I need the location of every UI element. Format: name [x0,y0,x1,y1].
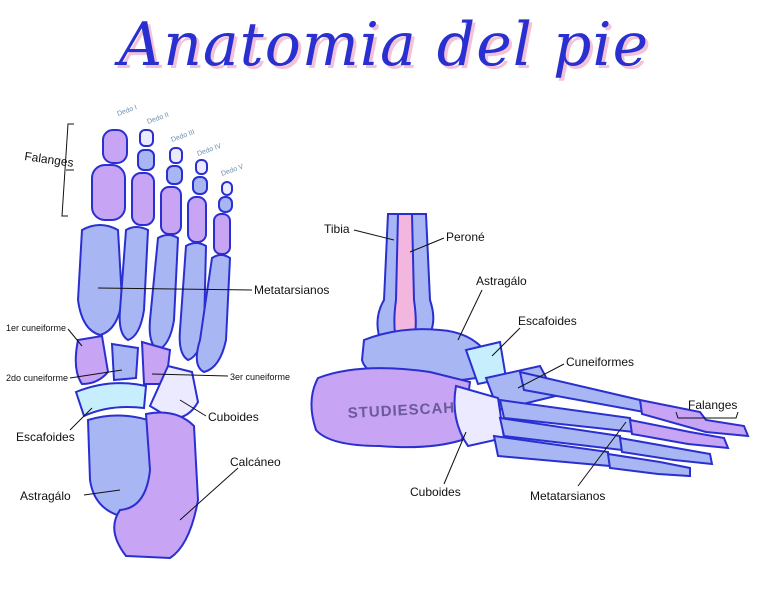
leader-calcaneo-top [179,467,239,521]
phalanges-side-3 [618,436,714,466]
watermark: STUDIESCAH [347,399,455,422]
phalanx-proximal-4 [187,196,207,243]
leader-escafoides-side [491,327,521,357]
falanges-bracket [61,123,74,217]
phalanx-middle-4 [192,176,208,195]
phalanges-side-4 [606,452,691,478]
label-cuneiforme2: 2do cuneiforme [6,373,68,383]
leader-cuneiforme2 [69,369,123,379]
lateral-labels: Tibia Peroné Astragálo Escafoides Cuneif… [324,222,739,503]
toe-label-3: Dedo III [170,129,195,144]
navicular-bone [74,382,148,418]
metatarsal-3 [148,234,180,352]
dorsal-view [74,129,233,560]
phalanx-distal-4 [195,159,208,175]
label-falanges-side: Falanges [688,398,737,412]
cuneiform-2 [110,342,140,382]
calcaneus-bone [113,411,200,560]
leader-cuboides-side [443,431,467,485]
label-cuneiforme3: 3er cuneiforme [230,372,290,382]
toe-label-2: Dedo II [146,112,170,126]
toe-label-5: Dedo V [220,163,245,178]
metatarsal-5 [195,254,232,374]
phalanx-middle-3 [166,165,183,185]
label-calcaneo-top: Calcáneo [230,455,281,469]
leader-cuneiformes [517,363,565,389]
metatarsal-2 [118,226,150,342]
phalanx-proximal-2 [131,172,155,226]
label-cuboides-side: Cuboides [410,485,461,499]
toe-label-1: Dedo I [116,104,138,118]
phalanx-proximal-1 [91,164,126,221]
leader-escafoides-top [69,407,93,431]
label-astragalo-top: Astragálo [20,489,71,503]
phalanx-distal-5 [221,181,233,196]
toe-label-4: Dedo IV [196,143,222,158]
phalanx-distal-2 [139,129,154,147]
label-falanges: Falanges [24,149,75,170]
metatarsal-1 [76,224,124,337]
phalanx-distal-1 [102,129,128,164]
leader-cuneiforme3 [151,373,229,377]
lateral-view: STUDIESCAH [310,213,750,478]
label-escafoides-top: Escafoides [16,430,75,444]
leader-astragalo-top [83,489,121,496]
page-title: Anatomia del pie [118,10,650,80]
leader-cuboides-top [179,399,207,417]
phalanx-middle-5 [218,196,233,213]
label-metatarsianos: Metatarsianos [254,283,329,297]
label-cuneiforme1: 1er cuneiforme [6,323,66,333]
label-astragalo-side: Astragálo [476,274,527,288]
label-cuneiformes: Cuneiformes [566,355,634,369]
label-metatarsianos-side: Metatarsianos [530,489,605,503]
leader-astragalo-side [457,289,483,341]
calcaneus-side-bone [310,367,472,449]
leader-cuneiforme1 [67,328,83,347]
label-cuboides-top: Cuboides [208,410,259,424]
leader-metatarsianos-side [577,421,627,487]
label-perone: Peroné [446,230,485,244]
leader-tibia [353,229,395,241]
dorsal-labels: Dedo I Dedo II Dedo III Dedo IV Dedo V F… [6,104,329,521]
phalanges-side-2 [628,418,730,450]
label-escafoides-side: Escafoides [518,314,577,328]
cuneiform-1 [74,334,110,386]
cuboid-side-bone [453,384,506,448]
phalanx-distal-3 [169,147,183,164]
leader-metatarsianos [97,287,253,291]
falanges-side-bracket [675,411,739,419]
label-tibia: Tibia [324,222,350,236]
leader-perone [409,237,445,253]
phalanx-proximal-3 [160,186,182,235]
phalanx-middle-2 [137,149,155,171]
phalanx-proximal-5 [213,213,231,255]
